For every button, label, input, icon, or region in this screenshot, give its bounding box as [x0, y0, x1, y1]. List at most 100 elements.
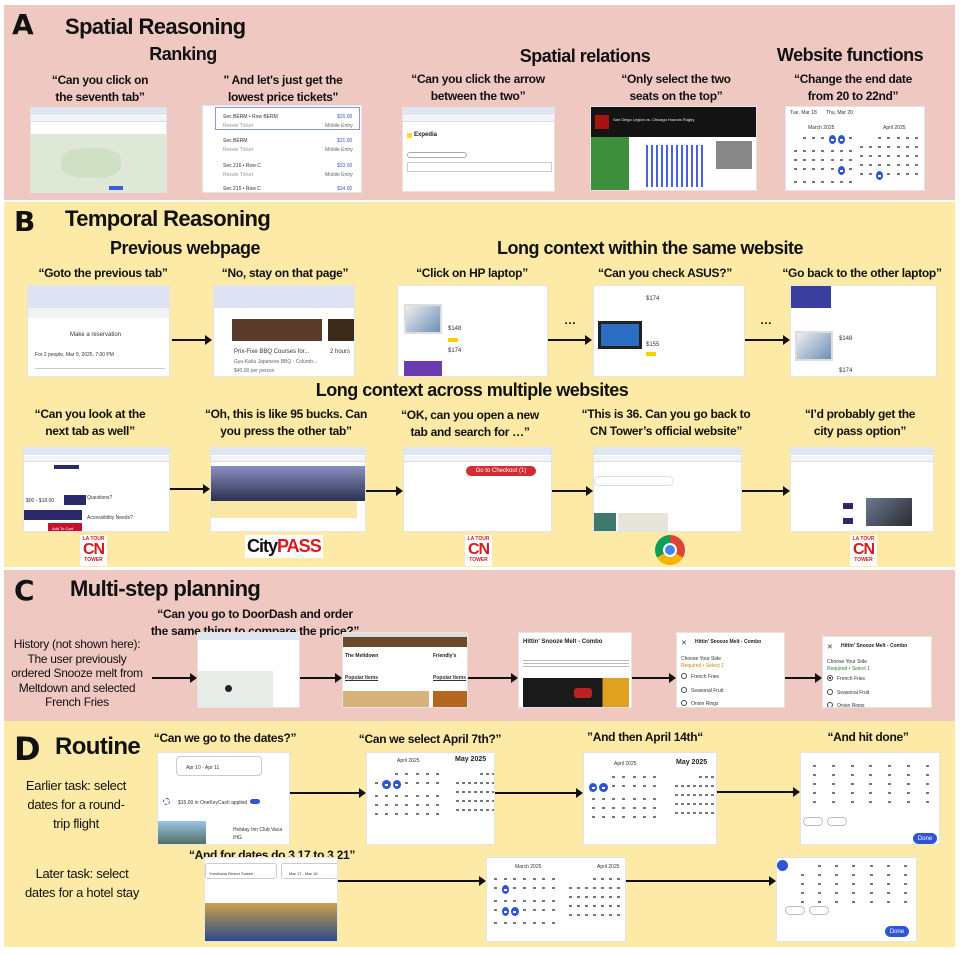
calendar-day[interactable]: [583, 894, 589, 899]
calendar-day[interactable]: [434, 802, 442, 807]
calendar-day[interactable]: [455, 771, 459, 776]
calendar-day[interactable]: [600, 894, 606, 899]
calendar-day[interactable]: [651, 796, 659, 801]
calendar-day[interactable]: [919, 772, 936, 777]
calendar-day[interactable]: [540, 920, 548, 925]
calendar-day[interactable]: [825, 772, 842, 777]
calendar-day[interactable]: [680, 810, 684, 815]
calendar-day[interactable]: [423, 780, 431, 785]
calendar-day[interactable]: [792, 179, 799, 184]
calendar-day[interactable]: [616, 903, 622, 908]
calendar-day[interactable]: [616, 912, 622, 917]
calendar-day[interactable]: [913, 162, 920, 167]
calendar-day[interactable]: [382, 780, 391, 789]
close-icon[interactable]: ✕: [681, 640, 687, 647]
calendar-day[interactable]: [806, 772, 823, 777]
calendar-day[interactable]: [567, 885, 573, 890]
calendar-day[interactable]: [795, 872, 810, 877]
calendar-day[interactable]: [403, 771, 411, 776]
calendar-day[interactable]: [567, 894, 573, 899]
calendar-day[interactable]: [801, 179, 808, 184]
calendar-day[interactable]: [829, 179, 836, 184]
calendar-day[interactable]: [858, 144, 865, 149]
calendar-day[interactable]: [680, 774, 684, 779]
calendar-day[interactable]: [806, 790, 823, 795]
calendar-day[interactable]: [540, 907, 548, 912]
calendar-day[interactable]: [473, 798, 477, 803]
calendar-day[interactable]: [640, 783, 648, 788]
calendar-day[interactable]: [698, 783, 702, 788]
calendar-day[interactable]: [502, 876, 510, 881]
calendar-day[interactable]: [829, 899, 844, 904]
calendar-day[interactable]: [810, 135, 817, 140]
calendar-day[interactable]: [620, 796, 628, 801]
calendar-day[interactable]: [575, 885, 581, 890]
calendar-day[interactable]: [583, 912, 589, 917]
calendar-day[interactable]: [413, 771, 421, 776]
calendar-day[interactable]: [876, 153, 883, 158]
calendar-day[interactable]: [895, 153, 902, 158]
calendar-day[interactable]: [810, 179, 817, 184]
calendar-day[interactable]: [881, 763, 898, 768]
calendar-day[interactable]: [898, 899, 913, 904]
calendar-day[interactable]: [393, 802, 401, 807]
calendar-day[interactable]: [904, 162, 911, 167]
calendar-day[interactable]: [680, 801, 684, 806]
calendar-day[interactable]: [423, 771, 431, 776]
calendar-day[interactable]: [492, 920, 500, 925]
calendar-day[interactable]: [904, 135, 911, 140]
done-button[interactable]: Done: [913, 833, 937, 844]
calendar-day[interactable]: [864, 899, 879, 904]
calendar-day[interactable]: [651, 814, 659, 819]
calendar-day[interactable]: [900, 799, 917, 804]
calendar-day[interactable]: [591, 903, 597, 908]
calendar-day[interactable]: [810, 166, 817, 171]
calendar-day[interactable]: [599, 783, 608, 792]
calendar-day[interactable]: [810, 157, 817, 162]
calendar-day[interactable]: [812, 890, 827, 895]
calendar-day[interactable]: [467, 771, 471, 776]
calendar-day[interactable]: [620, 774, 628, 779]
calendar-day[interactable]: [651, 805, 659, 810]
calendar-day[interactable]: [846, 899, 861, 904]
calendar-day[interactable]: [583, 903, 589, 908]
calendar-day[interactable]: [898, 863, 913, 868]
calendar-day[interactable]: [382, 771, 390, 776]
calendar-day[interactable]: [801, 166, 808, 171]
calendar-day[interactable]: [485, 798, 489, 803]
calendar-day[interactable]: [858, 153, 865, 158]
calendar-day[interactable]: [491, 780, 494, 785]
calendar-day[interactable]: [837, 135, 845, 144]
calendar-day[interactable]: [863, 790, 880, 795]
calendar-day[interactable]: [674, 792, 678, 797]
calendar-day[interactable]: [829, 881, 844, 886]
calendar-day[interactable]: [630, 774, 638, 779]
calendar-day[interactable]: [608, 894, 614, 899]
calendar-day[interactable]: [867, 135, 874, 140]
done-button[interactable]: Done: [885, 926, 909, 937]
calendar-day[interactable]: [455, 798, 459, 803]
calendar-day[interactable]: [881, 899, 896, 904]
calendar-day[interactable]: [549, 876, 557, 881]
calendar-day[interactable]: [898, 890, 913, 895]
calendar-day[interactable]: [530, 876, 538, 881]
calendar-day[interactable]: [403, 811, 411, 816]
calendar-day[interactable]: [913, 135, 920, 140]
calendar-day[interactable]: [895, 171, 902, 176]
calendar-day[interactable]: [847, 179, 854, 184]
calendar-day[interactable]: [686, 792, 690, 797]
calendar-day[interactable]: [479, 771, 483, 776]
calendar-day[interactable]: [467, 789, 471, 794]
calendar-day[interactable]: [864, 881, 879, 886]
calendar-day[interactable]: [895, 144, 902, 149]
calendar-day[interactable]: [640, 805, 648, 810]
calendar-day[interactable]: [608, 876, 614, 881]
calendar-day[interactable]: [867, 171, 874, 176]
calendar-day[interactable]: [881, 872, 896, 877]
calendar-day[interactable]: [919, 781, 936, 786]
calendar-day[interactable]: [863, 799, 880, 804]
calendar-day[interactable]: [492, 885, 500, 890]
calendar-day[interactable]: [710, 810, 714, 815]
calendar-day[interactable]: [885, 162, 892, 167]
calendar-day[interactable]: [591, 876, 597, 881]
